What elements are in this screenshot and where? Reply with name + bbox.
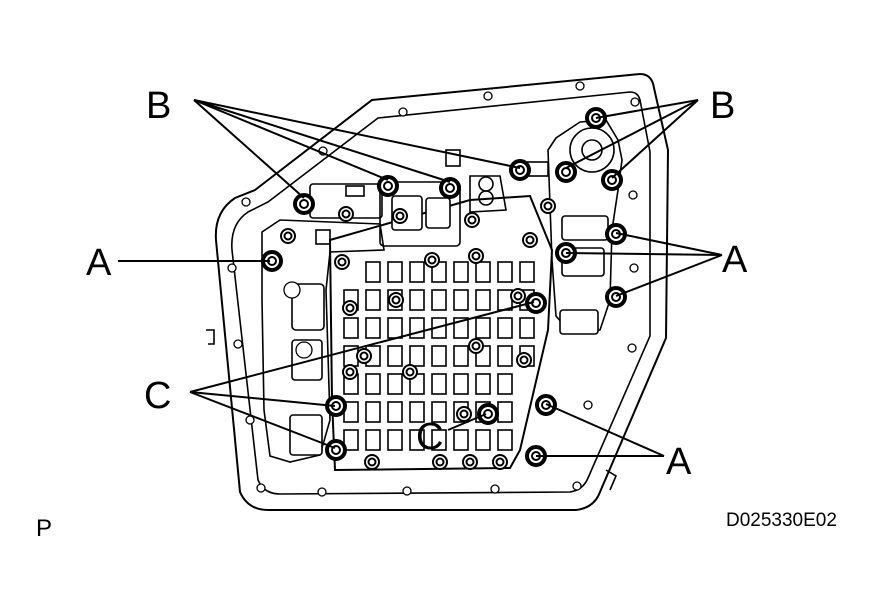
bolt: [342, 364, 358, 380]
labeled-bolt: [605, 286, 627, 308]
bolt: [464, 212, 480, 228]
plate-cell: [365, 373, 381, 395]
plate-cell: [453, 289, 469, 311]
plate-cell: [475, 317, 491, 339]
bolt: [402, 364, 418, 380]
plate-cell: [497, 373, 513, 395]
bolt: [492, 454, 508, 470]
plate-cell: [497, 317, 513, 339]
bolt: [424, 252, 440, 268]
plate-cell: [453, 345, 469, 367]
plate-cell: [431, 345, 447, 367]
plate-cell: [431, 429, 447, 451]
plate-cell: [409, 345, 425, 367]
bolt: [522, 232, 538, 248]
leader-lines: [118, 99, 723, 457]
bolt: [392, 208, 408, 224]
bolt: [540, 198, 556, 214]
bolt: [338, 206, 354, 222]
bolt: [468, 248, 484, 264]
plate-cell: [431, 401, 447, 423]
plate-cell: [497, 289, 513, 311]
plate-cell: [387, 401, 403, 423]
separator-plate: [328, 194, 554, 472]
plate-cell: [343, 429, 359, 451]
plate-cell: [387, 345, 403, 367]
labeled-bolt: [293, 193, 315, 215]
plate-cell: [365, 317, 381, 339]
bolt: [356, 348, 372, 364]
plate-cell: [409, 261, 425, 283]
plate-cell: [365, 429, 381, 451]
plate-cell: [343, 317, 359, 339]
bolt: [456, 406, 472, 422]
label-a-left: A: [86, 242, 112, 284]
label-b-right: B: [710, 85, 735, 127]
bolt: [510, 288, 526, 304]
plate-cell: [431, 373, 447, 395]
plate-cell: [475, 289, 491, 311]
bolt: [462, 454, 478, 470]
plate-cell: [409, 429, 425, 451]
labeled-bolt: [509, 159, 531, 181]
plate-cell: [497, 345, 513, 367]
bolt: [334, 254, 350, 270]
case-outline: [206, 72, 670, 511]
plate-cell: [365, 261, 381, 283]
plate-cell: [453, 429, 469, 451]
labeled-bolt: [325, 439, 347, 461]
plate-cell: [453, 261, 469, 283]
labeled-bolt: [525, 292, 547, 314]
label-b-left: B: [146, 85, 171, 127]
plate-cell: [453, 373, 469, 395]
bolt: [388, 292, 404, 308]
left-valve-block: [261, 219, 385, 463]
plate-cell: [387, 429, 403, 451]
bolt: [280, 228, 296, 244]
bolt: [342, 300, 358, 316]
label-a-bottom: A: [666, 441, 692, 483]
labeled-bolt: [601, 169, 623, 191]
bolt: [516, 352, 532, 368]
plate-cell: [475, 429, 491, 451]
plate-cell: [519, 317, 535, 339]
plate-cell: [475, 373, 491, 395]
plate-cell: [409, 289, 425, 311]
label-a-right: A: [722, 239, 748, 281]
figure-code: D025330E02: [726, 510, 837, 531]
plate-cell: [497, 401, 513, 423]
label-c-middle: C: [416, 416, 443, 458]
plate-cell: [365, 401, 381, 423]
plate-cell: [387, 317, 403, 339]
plate-cell: [497, 429, 513, 451]
plate-cell: [497, 261, 513, 283]
labeled-bolt: [555, 161, 577, 183]
bolt: [432, 454, 448, 470]
plate-cell: [387, 373, 403, 395]
plate-cell: [431, 289, 447, 311]
plate-cell: [409, 317, 425, 339]
labeled-bolt: [377, 175, 399, 197]
labeled-bolt: [477, 403, 499, 425]
plate-cell: [387, 261, 403, 283]
labeled-bolt: [439, 177, 461, 199]
plate-cell: [475, 261, 491, 283]
view-label-p: P: [36, 515, 52, 542]
label-c-left: C: [144, 375, 171, 417]
plate-cell: [409, 401, 425, 423]
plate-cell: [519, 261, 535, 283]
bolt: [468, 338, 484, 354]
plate-cell: [365, 289, 381, 311]
bolt: [364, 454, 380, 470]
